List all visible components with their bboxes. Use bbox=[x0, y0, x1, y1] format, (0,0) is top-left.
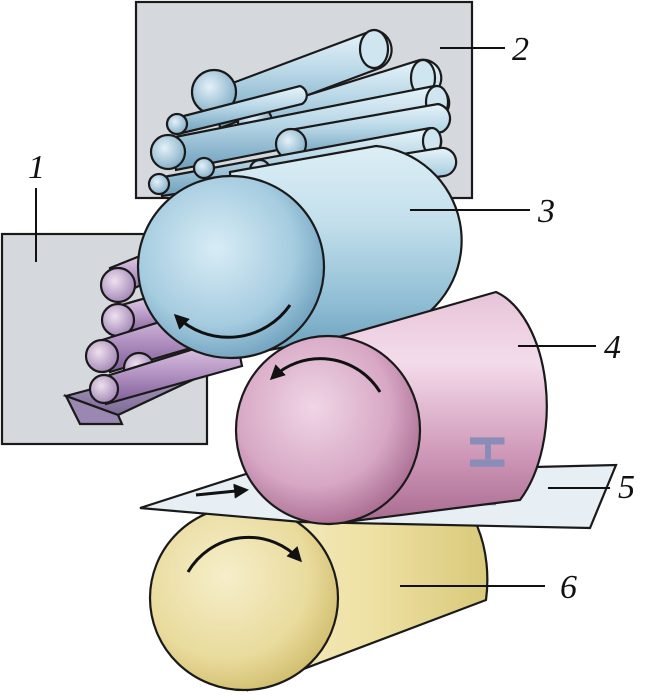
callout-4: 4 bbox=[604, 329, 621, 366]
callout-1: 1 bbox=[28, 149, 45, 186]
blanket-cylinder: H bbox=[234, 290, 548, 526]
plate-cylinder bbox=[136, 144, 463, 360]
printed-letter-on-blanket: H bbox=[459, 434, 515, 470]
rotation-arrow-impression bbox=[186, 535, 303, 573]
rotation-arrow-blanket bbox=[269, 357, 382, 393]
callout-5: 5 bbox=[618, 469, 635, 506]
callout-3: 3 bbox=[537, 193, 555, 230]
sheet-feed-arrow bbox=[195, 483, 249, 499]
callout-2: 2 bbox=[512, 31, 529, 68]
rotation-arrow-plate bbox=[173, 304, 292, 339]
callout-6: 6 bbox=[560, 569, 577, 606]
